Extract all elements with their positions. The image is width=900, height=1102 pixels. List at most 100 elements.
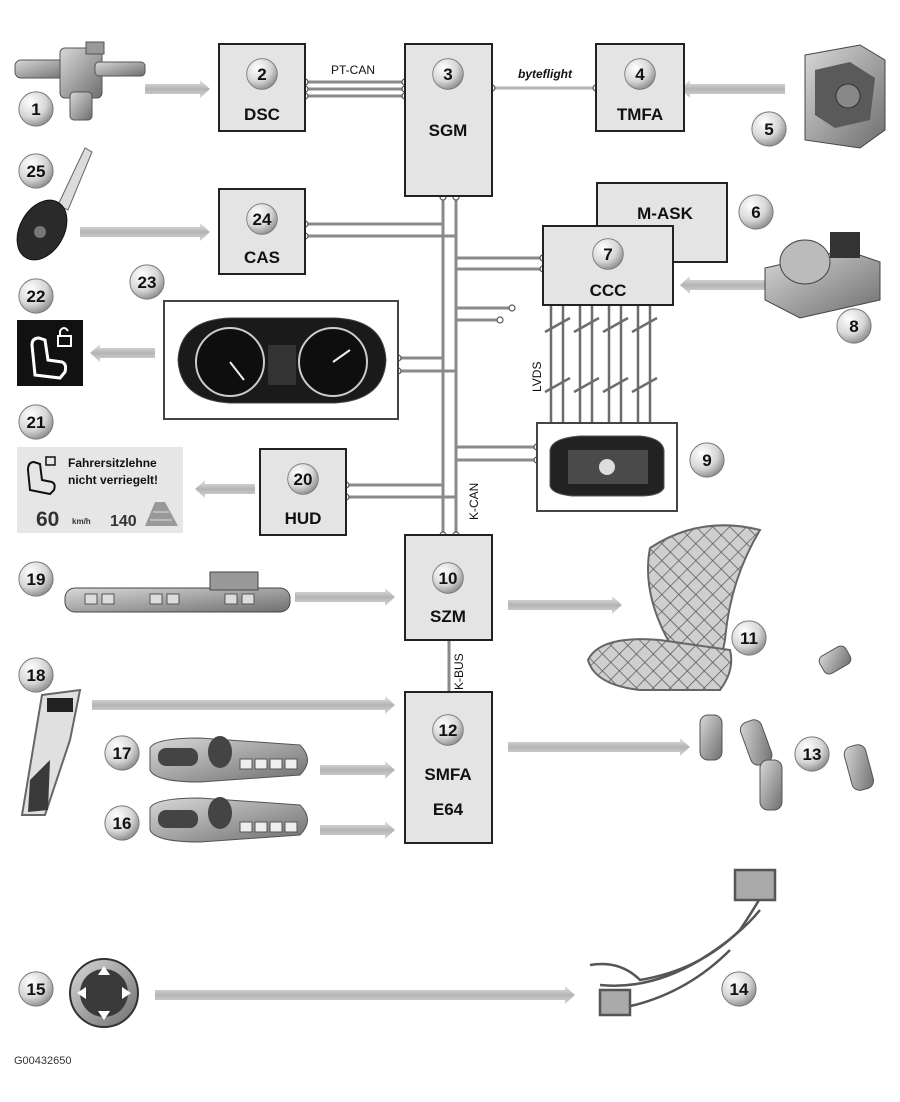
arrow-17-to-smfa bbox=[320, 761, 395, 779]
switch-panel-a bbox=[149, 736, 308, 783]
hud-display: Fahrersitzlehne nicht verriegelt! 60 km/… bbox=[17, 447, 183, 533]
svg-text:24: 24 bbox=[253, 210, 272, 229]
svg-text:21: 21 bbox=[27, 413, 46, 432]
arrow-cluster-to-22 bbox=[90, 344, 155, 362]
svg-text:16: 16 bbox=[113, 814, 132, 833]
svg-text:22: 22 bbox=[27, 287, 46, 306]
arrow-16-to-smfa bbox=[320, 821, 395, 839]
svg-text:DSC: DSC bbox=[244, 105, 280, 124]
arrow-19-to-szm bbox=[295, 588, 395, 606]
callout-23: 23 bbox=[129, 264, 165, 300]
svg-text:4: 4 bbox=[635, 65, 645, 84]
callout-13: 13 bbox=[794, 736, 830, 772]
arrow-ccc-from-8 bbox=[680, 276, 770, 294]
arrow-smfa-to-motors bbox=[508, 738, 690, 756]
svg-text:25: 25 bbox=[27, 162, 46, 181]
lvds-lines bbox=[544, 305, 658, 423]
svg-text:TMFA: TMFA bbox=[617, 105, 663, 124]
sensor-illustration bbox=[14, 41, 146, 121]
callout-19: 19 bbox=[18, 561, 54, 597]
svg-text:M-ASK: M-ASK bbox=[637, 204, 693, 223]
arrow-hud-to-21 bbox=[195, 480, 255, 498]
module-dsc: 2 DSC bbox=[218, 43, 306, 132]
svg-text:20: 20 bbox=[294, 470, 313, 489]
svg-text:12: 12 bbox=[439, 721, 458, 740]
pt-can-label: PT-CAN bbox=[331, 63, 375, 77]
svg-text:17: 17 bbox=[113, 744, 132, 763]
callout-15: 15 bbox=[18, 971, 54, 1007]
door-panel bbox=[20, 688, 82, 816]
svg-text:CAS: CAS bbox=[244, 248, 280, 267]
svg-text:23: 23 bbox=[138, 273, 157, 292]
byteflight-label: byteflight bbox=[518, 67, 573, 81]
svg-text:10: 10 bbox=[439, 569, 458, 588]
arrow-szm-to-seat bbox=[508, 596, 622, 614]
arrow-15-to-harness bbox=[155, 986, 575, 1004]
signal-arrows bbox=[80, 80, 785, 1004]
module-cas: 24 CAS bbox=[218, 188, 306, 275]
callout-17: 17 bbox=[104, 735, 140, 771]
hud-limit: 140 bbox=[110, 513, 137, 530]
controller-illustration bbox=[764, 232, 881, 319]
svg-text:18: 18 bbox=[27, 666, 46, 685]
module-hud: 20 HUD bbox=[259, 448, 347, 536]
callout-numbers: 1 5 25 6 23 22 8 21 9 19 11 18 17 13 16 … bbox=[18, 91, 872, 1007]
callout-22: 22 bbox=[18, 278, 54, 314]
harness-illustration bbox=[589, 868, 777, 1017]
svg-text:HUD: HUD bbox=[285, 509, 322, 528]
svg-text:2: 2 bbox=[257, 65, 266, 84]
center-console-switch bbox=[64, 571, 291, 613]
svg-text:13: 13 bbox=[803, 745, 822, 764]
callout-1: 1 bbox=[18, 91, 54, 127]
motors-illustration bbox=[699, 645, 875, 811]
hud-warning-line1: Fahrersitzlehne bbox=[68, 456, 157, 470]
svg-text:19: 19 bbox=[27, 570, 46, 589]
hud-warning-line2: nicht verriegelt! bbox=[68, 473, 158, 487]
svg-text:CCC: CCC bbox=[590, 281, 627, 300]
arrow-5-to-tmfa bbox=[680, 80, 785, 98]
svg-text:8: 8 bbox=[849, 317, 858, 336]
figure-id: G00432650 bbox=[14, 1055, 72, 1067]
key-illustration bbox=[16, 147, 93, 261]
hud-speed-unit: km/h bbox=[72, 517, 91, 526]
callout-11: 11 bbox=[731, 620, 767, 656]
arrow-25-to-cas bbox=[80, 223, 210, 241]
central-display bbox=[536, 422, 678, 512]
instrument-cluster bbox=[163, 300, 399, 420]
svg-text:E64: E64 bbox=[433, 800, 464, 819]
callout-14: 14 bbox=[721, 971, 757, 1007]
callout-9: 9 bbox=[689, 442, 725, 478]
svg-text:15: 15 bbox=[27, 980, 46, 999]
callout-21: 21 bbox=[18, 404, 54, 440]
bus-lines bbox=[305, 80, 596, 692]
callout-18: 18 bbox=[18, 657, 54, 693]
callout-5: 5 bbox=[751, 111, 787, 147]
module-smfa: 12 SMFA E64 bbox=[404, 691, 493, 844]
svg-text:SZM: SZM bbox=[430, 607, 466, 626]
callout-25: 25 bbox=[18, 153, 54, 189]
svg-text:SGM: SGM bbox=[429, 121, 468, 140]
svg-text:11: 11 bbox=[740, 629, 758, 648]
callout-8: 8 bbox=[836, 308, 872, 344]
k-can-label: K-CAN bbox=[467, 483, 481, 520]
svg-text:14: 14 bbox=[730, 980, 749, 999]
callout-16: 16 bbox=[104, 805, 140, 841]
k-bus-label: K-BUS bbox=[452, 653, 466, 690]
arrow-1-to-dsc bbox=[145, 80, 210, 98]
lvds-label: LVDS bbox=[530, 362, 544, 392]
svg-text:1: 1 bbox=[31, 100, 40, 119]
arrow-18-to-smfa bbox=[92, 696, 395, 714]
switch-panel-b bbox=[149, 797, 308, 843]
module-ccc: 7 CCC bbox=[542, 225, 674, 306]
callout-6: 6 bbox=[738, 194, 774, 230]
actuator-box-illustration bbox=[804, 44, 886, 149]
module-sgm: 3 SGM bbox=[404, 43, 493, 197]
seat-memory-switch bbox=[69, 958, 139, 1028]
warning-icon bbox=[17, 320, 83, 386]
svg-text:5: 5 bbox=[764, 120, 773, 139]
svg-text:3: 3 bbox=[443, 65, 452, 84]
module-szm: 10 SZM bbox=[404, 534, 493, 641]
svg-text:6: 6 bbox=[751, 203, 760, 222]
svg-text:9: 9 bbox=[702, 451, 711, 470]
